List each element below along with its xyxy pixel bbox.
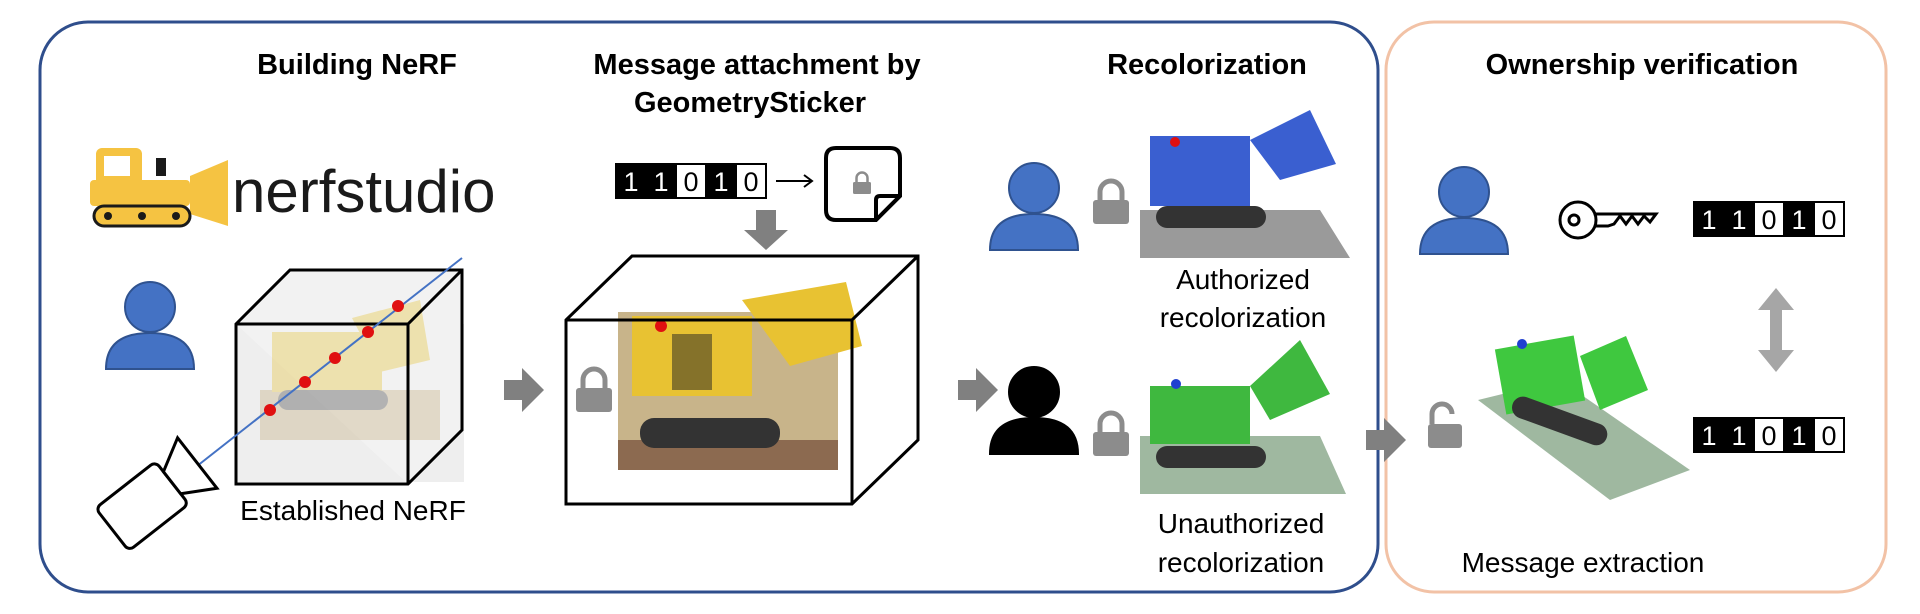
arrow-icon	[958, 368, 998, 412]
bit: 0	[1761, 421, 1776, 451]
lock-icon	[1093, 413, 1129, 456]
camera-ray	[191, 257, 463, 471]
nerfstudio-logo-text: nerfstudio	[232, 158, 496, 225]
building-nerf-title: Building NeRF	[257, 49, 457, 81]
bit: 1	[623, 167, 638, 197]
bit: 0	[1821, 421, 1836, 451]
bit: 1	[1791, 421, 1806, 451]
bit: 0	[1761, 205, 1776, 235]
arrow-right-small	[776, 174, 814, 188]
bit: 1	[1701, 421, 1716, 451]
arrow-icon	[1366, 418, 1406, 462]
stickered-nerf-cube	[564, 254, 920, 506]
bit: 1	[653, 167, 668, 197]
established-nerf-cube	[234, 268, 464, 486]
verification-panel-border	[1384, 20, 1888, 594]
recolorization-title: Recolorization	[1107, 49, 1307, 81]
message-bits-extracted: 1 1 0 1 0	[1693, 417, 1845, 453]
camera-icon	[96, 434, 220, 550]
authorized-label-line1: Authorized	[1176, 264, 1310, 295]
bulldozer-icon	[90, 148, 228, 228]
unlock-icon	[1428, 401, 1462, 448]
arrow-icon	[744, 210, 788, 250]
user-icon	[1419, 166, 1509, 255]
bit: 0	[743, 167, 758, 197]
protection-panel-border	[38, 20, 1380, 594]
lock-icon	[1093, 181, 1129, 224]
ray-sample-points	[264, 300, 404, 416]
ownership-title: Ownership verification	[1486, 49, 1799, 81]
message-bits-attach: 1 1 0 1 0	[615, 163, 767, 199]
user-icon	[105, 281, 195, 370]
message-bits-verify: 1 1 0 1 0	[1693, 201, 1845, 237]
extraction-bulldozer-render	[1478, 335, 1690, 500]
unauthorized-label-line1: Unauthorized	[1158, 508, 1325, 539]
bit: 0	[1821, 205, 1836, 235]
double-arrow-icon	[1758, 288, 1794, 372]
blue-bulldozer-render	[1140, 110, 1350, 258]
sticker-lock-icon	[824, 146, 902, 222]
unauthorized-label-line2: recolorization	[1158, 547, 1325, 578]
green-bulldozer-render	[1140, 340, 1346, 494]
lock-icon	[576, 369, 612, 412]
message-extraction-caption: Message extraction	[1462, 547, 1705, 578]
user-icon	[989, 162, 1079, 251]
established-nerf-caption: Established NeRF	[240, 495, 466, 526]
attachment-title-line1: Message attachment by	[593, 49, 920, 81]
bit: 1	[1731, 421, 1746, 451]
authorized-label-line2: recolorization	[1160, 302, 1327, 333]
key-icon	[1558, 200, 1659, 240]
bit: 1	[1701, 205, 1716, 235]
bit: 1	[713, 167, 728, 197]
attachment-title-line2: GeometrySticker	[634, 87, 866, 119]
bit: 1	[1791, 205, 1806, 235]
bit: 1	[1731, 205, 1746, 235]
arrow-icon	[504, 368, 544, 412]
user-icon	[989, 366, 1079, 455]
bit: 0	[683, 167, 698, 197]
